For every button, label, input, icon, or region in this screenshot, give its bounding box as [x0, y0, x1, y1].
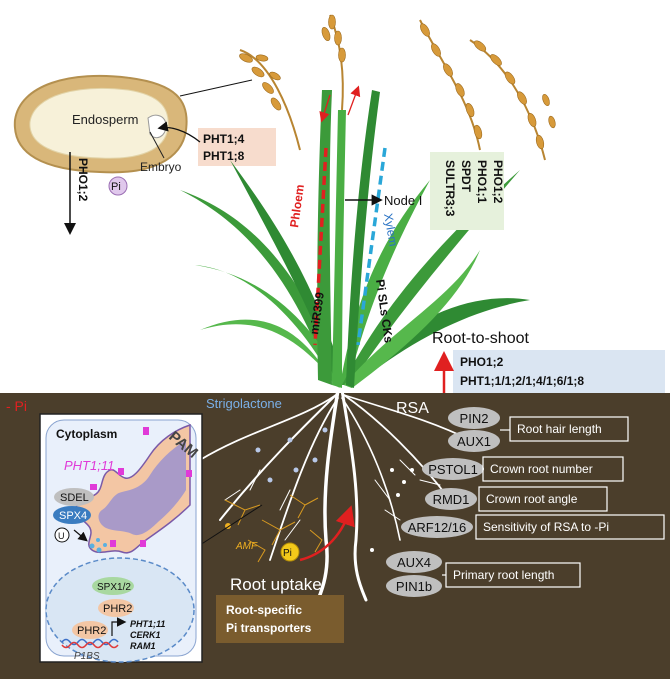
- sdel-ellipse: [54, 488, 94, 506]
- soil-pi-circle: [280, 542, 300, 562]
- gene-aux4-label: AUX4: [397, 555, 431, 570]
- node-label: Node I: [384, 193, 422, 208]
- root-specific-box: [216, 595, 344, 643]
- xylem-line: [356, 147, 387, 346]
- target-gene-2: CERK1: [130, 630, 161, 640]
- trait-primary-root: Primary root length: [453, 568, 554, 582]
- uptake-arrow: [299, 505, 355, 562]
- root-to-shoot-line-2: PHT1;1/1;2/1;4/1;6/1;8: [460, 374, 584, 388]
- dna-strand: [61, 638, 119, 646]
- phloem-label: Phloem: [287, 184, 307, 229]
- seed-pi-label: Pi: [111, 181, 121, 193]
- seed-transporter-1: PHT1;4: [203, 132, 245, 146]
- strigolactone-label: Strigolactone: [206, 396, 282, 411]
- seed-transporter-2: PHT1;8: [203, 149, 245, 163]
- mir399-label: miR399: [307, 291, 327, 336]
- pam-arbuscule: [75, 423, 191, 554]
- cell-pointer-line: [199, 504, 263, 546]
- rsa-label: RSA: [396, 400, 429, 417]
- trait-sensitivity: Sensitivity of RSA to -Pi: [483, 520, 609, 534]
- seed-transporter-arrow: [157, 121, 201, 143]
- trait-crown-number: Crown root number: [490, 462, 593, 476]
- trait-crown-angle: Crown root angle: [486, 492, 578, 506]
- panicles: [239, 14, 556, 161]
- target-gene-3: RAM1: [130, 641, 156, 651]
- gene-aux4: [386, 551, 442, 573]
- cytoplasm-label: Cytoplasm: [56, 427, 117, 441]
- endosperm-label: Endosperm: [72, 112, 138, 127]
- phloem-arrow: [347, 85, 361, 116]
- spx4-ellipse: [53, 506, 91, 524]
- ubiquitin-label: U: [58, 531, 65, 541]
- gene-aux1: [448, 430, 500, 452]
- embryo-pointer: [149, 131, 165, 159]
- degradation-fragments: [89, 538, 107, 553]
- phr2-bottom-label: PHR2: [77, 625, 106, 637]
- gene-pstol1-label: PSTOL1: [428, 462, 478, 477]
- target-gene-1: PHT1;11: [130, 619, 165, 629]
- strigolactone-dots: [255, 427, 328, 483]
- trait-box-primary-root: [445, 562, 581, 588]
- rice-seed: [13, 74, 188, 174]
- dna-strand-2: [61, 641, 119, 649]
- seed-to-panicle-line: [179, 79, 253, 97]
- node-transporter-1: SULTR3;3: [443, 160, 457, 217]
- phloem-arrow-2: [319, 94, 331, 123]
- root-to-shoot-line-1: PHO1;2: [460, 355, 504, 369]
- trait-box-sensitivity: [475, 514, 665, 540]
- root-system: [199, 388, 471, 602]
- phr2-bottom-ellipse: [72, 621, 108, 639]
- leaves: [180, 90, 530, 388]
- gene-arf-label: ARF12/16: [408, 520, 467, 535]
- xylem-label: Xylem: [381, 212, 401, 247]
- spx4-label: SPX4: [59, 510, 87, 522]
- node-transporter-3: PHO1;1: [475, 160, 489, 204]
- p1bs-label: P1BS: [74, 651, 100, 662]
- gene-pin2-label: PIN2: [460, 411, 489, 426]
- gene-arf: [401, 516, 473, 538]
- rsa-gene-panel: PIN2 AUX1 Root hair length PSTOL1 Crown …: [386, 407, 665, 597]
- trait-box-root-hair: [509, 416, 629, 442]
- gene-rmd1-label: RMD1: [433, 492, 470, 507]
- root-uptake-label: Root uptake: [230, 575, 322, 594]
- seed-pi-circle: [108, 176, 128, 196]
- rice-plant: [180, 14, 556, 388]
- gene-pin1b: [386, 575, 442, 597]
- amf-hyphae: [224, 494, 323, 563]
- degradation-arrow: [73, 529, 88, 542]
- phr2-activation-arrow: [111, 617, 127, 636]
- node-transporter-box: [430, 152, 504, 230]
- root-specific-line-1: Root-specific: [226, 603, 302, 617]
- spx12-label: SPX1/2: [97, 582, 131, 593]
- gene-pstol1: [422, 458, 484, 480]
- soil-pi-label: Pi: [283, 548, 292, 559]
- trait-root-hair: Root hair length: [517, 422, 602, 436]
- phr2-top-ellipse: [98, 599, 134, 617]
- gene-pin2: [448, 407, 500, 429]
- node-transporter-2: SPDT: [459, 160, 473, 193]
- seed-pho-label: PHO1;2: [76, 158, 90, 202]
- trait-box-crown-number: [482, 456, 624, 482]
- seed-transporter-box: [198, 128, 276, 166]
- node-transporter-4: PHO1;2: [491, 160, 505, 204]
- spx12-ellipse: [92, 577, 134, 595]
- root-to-shoot-box: [453, 350, 665, 394]
- pht-label: PHT1;11: [64, 458, 114, 473]
- gene-rmd1: [425, 488, 477, 510]
- gene-pin1b-label: PIN1b: [396, 579, 432, 594]
- phloem-line: [313, 147, 328, 346]
- white-dots: [370, 468, 414, 552]
- minus-pi-label: - Pi: [6, 398, 27, 414]
- trait-box-crown-angle: [478, 486, 608, 512]
- amf-label: AMF: [235, 541, 258, 552]
- gene-aux1-label: AUX1: [457, 434, 491, 449]
- sdel-label: SDEL: [60, 492, 89, 504]
- embryo-label: Embryo: [140, 160, 182, 174]
- phr2-top-label: PHR2: [103, 603, 132, 615]
- ubiquitin-circle: [54, 527, 70, 543]
- root-to-shoot-title: Root-to-shoot: [432, 330, 529, 347]
- root-specific-line-2: Pi transporters: [226, 621, 312, 635]
